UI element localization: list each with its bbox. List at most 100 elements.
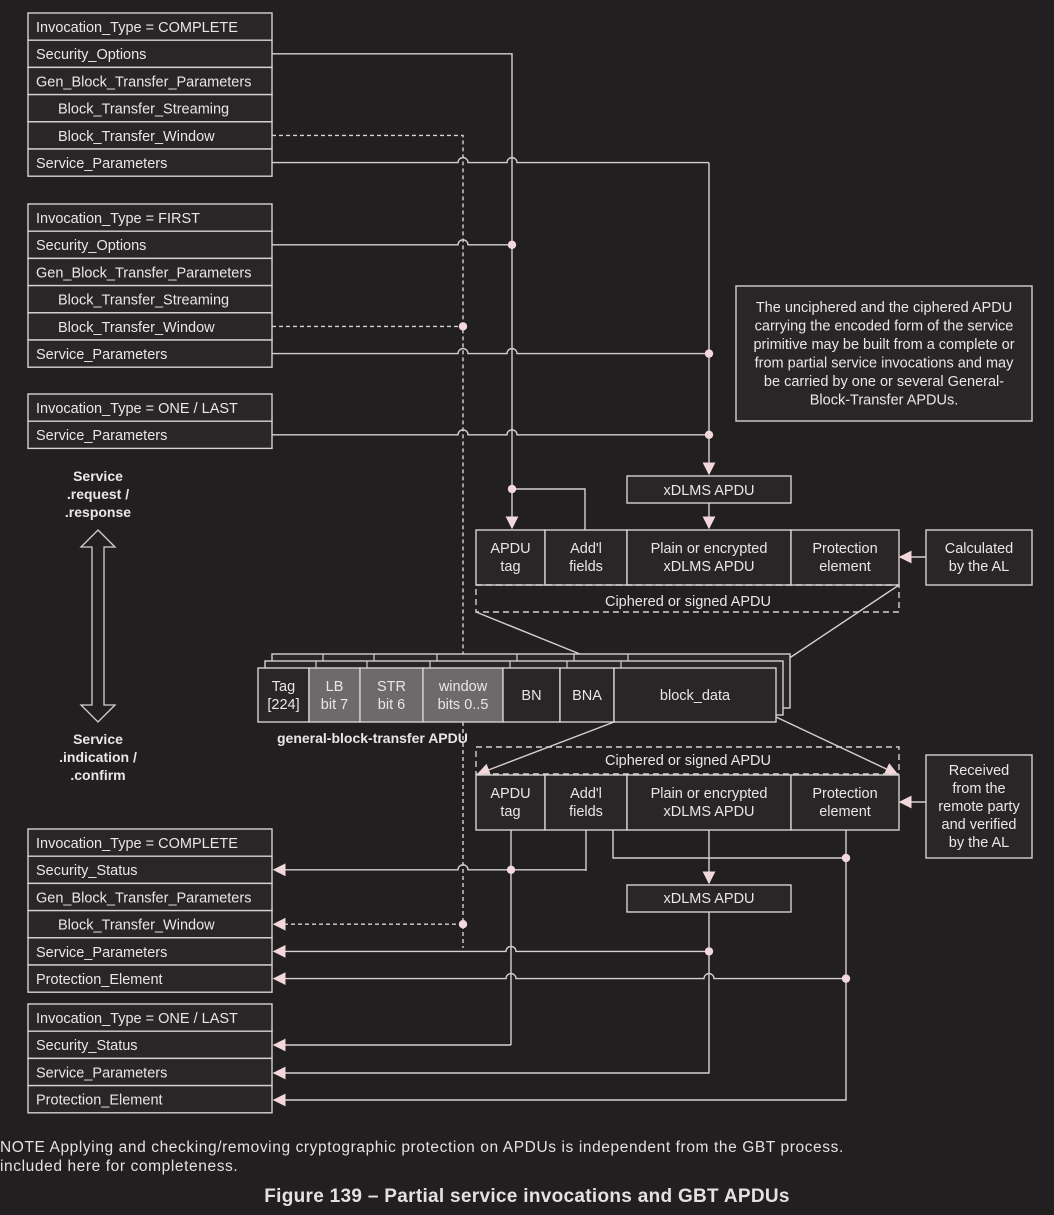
calculated-box (925, 529, 1033, 586)
info-box-text-line: from partial service invocations and may (755, 355, 1014, 371)
wire-service-params-first (272, 347, 709, 355)
received-box-label-line: and verified (942, 817, 1017, 833)
sender-first-row-label: Invocation_Type = FIRST (36, 211, 200, 227)
receiver-one-last-row (27, 1030, 273, 1060)
bottom-ciphered-field-label-line: element (819, 804, 871, 820)
receiver-one-last-row-label: Invocation_Type = ONE / LAST (36, 1011, 238, 1027)
figure-caption: Figure 139 – Partial service invocations… (264, 1186, 790, 1207)
sender-one-last-row (27, 420, 273, 450)
connector-lines (272, 53, 926, 1107)
wire-addl-fields (512, 488, 586, 530)
receiver-complete-row-label: Block_Transfer_Window (58, 918, 215, 934)
top-ciphered-field-label-line: Add'l (570, 541, 602, 557)
sender-complete-row-label: Invocation_Type = COMPLETE (36, 20, 238, 36)
bottom-ciphered-field-label-line: Add'l (570, 786, 602, 802)
bottom-ciphered-group (475, 746, 900, 775)
top-ciphered-field (475, 529, 546, 586)
service-indication-label-line: .confirm (70, 767, 125, 783)
bottom-xdlms-apdu-label: xDLMS APDU (663, 891, 754, 907)
sender-complete-block: Invocation_Type = COMPLETE Security_Optio… (27, 12, 273, 177)
junction-dot (507, 484, 517, 494)
sender-first-row-label: Block_Transfer_Streaming (58, 293, 229, 309)
gbt-field (359, 667, 424, 723)
junction-dot (704, 430, 714, 439)
wire-service-params-complete-rx (272, 944, 709, 958)
sender-complete-row (27, 39, 273, 69)
junction-dot (458, 920, 468, 929)
sender-first-row (27, 257, 273, 287)
sender-complete-row-label: Block_Transfer_Window (58, 129, 215, 145)
junction-dot (506, 865, 516, 874)
receiver-complete-row-label: Gen_Block_Transfer_Parameters (36, 890, 251, 906)
top-xdlms-apdu-box (626, 475, 792, 504)
gbt-field-label-line: bits 0..5 (438, 697, 489, 713)
sender-first-row-label: Block_Transfer_Window (58, 320, 215, 336)
info-box-text-line: carrying the encoded form of the service (755, 318, 1014, 334)
gbt-field-label-line: BN (521, 688, 541, 704)
bottom-ciphered-field-label-line: xDLMS APDU (663, 804, 754, 820)
junction-dot (841, 974, 851, 983)
gbt-field-label-line: Tag (272, 679, 295, 695)
wire-service-params-complete (272, 156, 709, 164)
wire-security-options-first (272, 239, 512, 246)
receiver-one-last-row-label: Service_Parameters (36, 1065, 167, 1081)
top-ciphered-field-label-line: Protection (812, 541, 877, 557)
sender-first-row (27, 203, 273, 232)
bottom-ciphered-field (626, 774, 792, 831)
receiver-complete-row-label: Protection_Element (36, 972, 163, 988)
top-ciphered-field-label-line: Plain or encrypted (651, 541, 768, 557)
sender-complete-row (27, 121, 273, 150)
received-box (925, 754, 1033, 859)
top-ciphered-group-label: Ciphered or signed APDU (605, 594, 771, 610)
bottom-ciphered-field-label-line: Plain or encrypted (651, 786, 768, 802)
top-ciphered-field-label-line: fields (569, 559, 603, 575)
sender-complete-row-label: Security_Options (36, 47, 146, 63)
wire-plain-branch (612, 830, 846, 859)
sender-one-last-row-label: Invocation_Type = ONE / LAST (36, 401, 238, 417)
service-request-label-line: .response (65, 504, 131, 520)
top-ciphered-field (544, 529, 628, 586)
info-box-text-line: The unciphered and the ciphered APDU (756, 300, 1012, 316)
gbt-field-label-line: bit 6 (378, 697, 405, 713)
bottom-ciphered-field-label-line: tag (500, 804, 520, 820)
sender-first-row-label: Service_Parameters (36, 347, 167, 363)
receiver-one-last-row-label: Protection_Element (36, 1093, 163, 1109)
wire-gbt-to-cipher-left (476, 721, 615, 776)
received-box-label-line: by the AL (949, 835, 1009, 851)
gbt-field (613, 667, 777, 723)
figure-note: NOTE Applying and checking/removing cryp… (0, 1138, 1054, 1176)
receiver-complete-row-label: Invocation_Type = COMPLETE (36, 836, 238, 852)
gbt-field-label-line: BNA (572, 688, 602, 704)
calculated-box-label-line: by the AL (949, 559, 1009, 575)
wire-security-options (272, 53, 519, 530)
receiver-complete-row (27, 855, 273, 885)
gbt-field (308, 667, 361, 723)
wire-gbt-to-cipher-right (775, 716, 899, 775)
junction-dot (507, 240, 517, 249)
wire-protection-element-one-last (272, 830, 847, 1107)
bottom-ciphered-field (475, 774, 546, 831)
sender-complete-row-label: Service_Parameters (36, 156, 167, 172)
sender-complete-row (27, 12, 273, 41)
junction-dot (841, 853, 851, 863)
wire-service-params-one-last (272, 429, 709, 436)
junction-dots (458, 240, 851, 983)
gbt-field-label-line: [224] (267, 697, 299, 713)
gbt-field-label-line: STR (377, 679, 406, 695)
note-line-1: NOTE Applying and checking/removing cryp… (0, 1139, 844, 1156)
receiver-complete-row (27, 964, 273, 993)
gbt-field-label-line: bit 7 (321, 697, 348, 713)
gbt-field-label-line: block_data (660, 688, 731, 704)
wire-cipher-to-gbt-right (774, 584, 900, 668)
gbt-field (257, 667, 310, 723)
wire-protection-element-complete (272, 972, 846, 986)
receiver-complete-row (27, 828, 273, 857)
junction-dot (704, 349, 714, 358)
bottom-ciphered-field (790, 774, 900, 831)
top-ciphered-field-label-line: element (819, 559, 871, 575)
top-ciphered-field (626, 529, 792, 586)
top-xdlms-apdu-label: xDLMS APDU (663, 483, 754, 499)
service-request-label-line: Service (73, 468, 123, 484)
receiver-complete-row (27, 882, 273, 912)
